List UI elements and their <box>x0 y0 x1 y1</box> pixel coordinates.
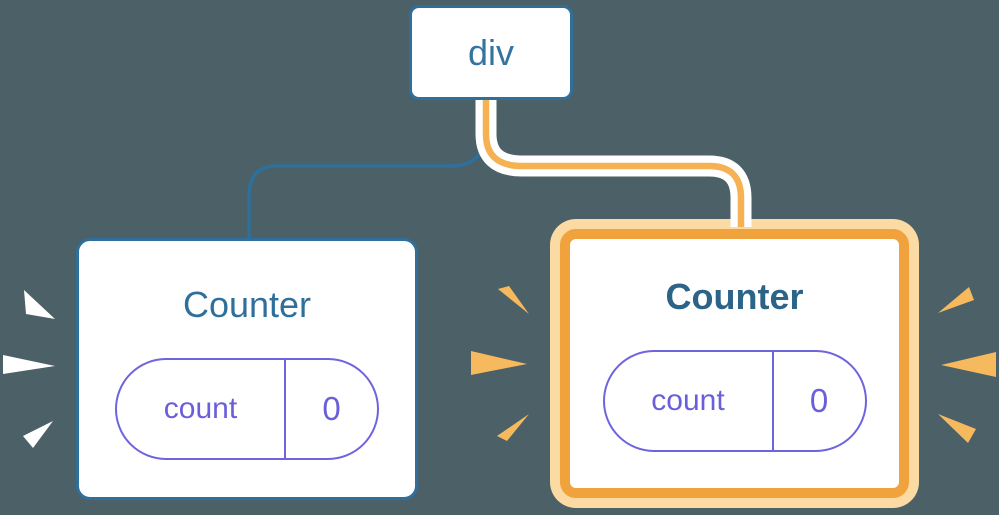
state-pill-right: count 0 <box>602 350 867 452</box>
edge-root-to-right <box>482 100 745 227</box>
root-node: div <box>409 5 573 100</box>
counter-title-left: Counter <box>182 284 312 325</box>
state-value-right: 0 <box>809 382 829 419</box>
state-pill-left: count 0 <box>115 358 379 460</box>
edge-root-to-left <box>247 100 488 240</box>
burst-rays-right-orange-icon <box>938 287 996 443</box>
counter-card-left: Counter count 0 <box>76 238 418 500</box>
counter-title-right: Counter <box>665 276 804 317</box>
counter-card-right-highlighted: Counter count 0 <box>560 229 909 498</box>
root-node-label: div <box>467 31 515 73</box>
state-key-left: count <box>117 360 286 458</box>
state-key-right: count <box>605 352 774 450</box>
burst-rays-left-white-icon <box>3 290 55 448</box>
state-value-left: 0 <box>322 390 341 427</box>
burst-rays-middle-orange-icon <box>471 286 529 441</box>
edge-root-to-right-casing <box>475 100 752 227</box>
